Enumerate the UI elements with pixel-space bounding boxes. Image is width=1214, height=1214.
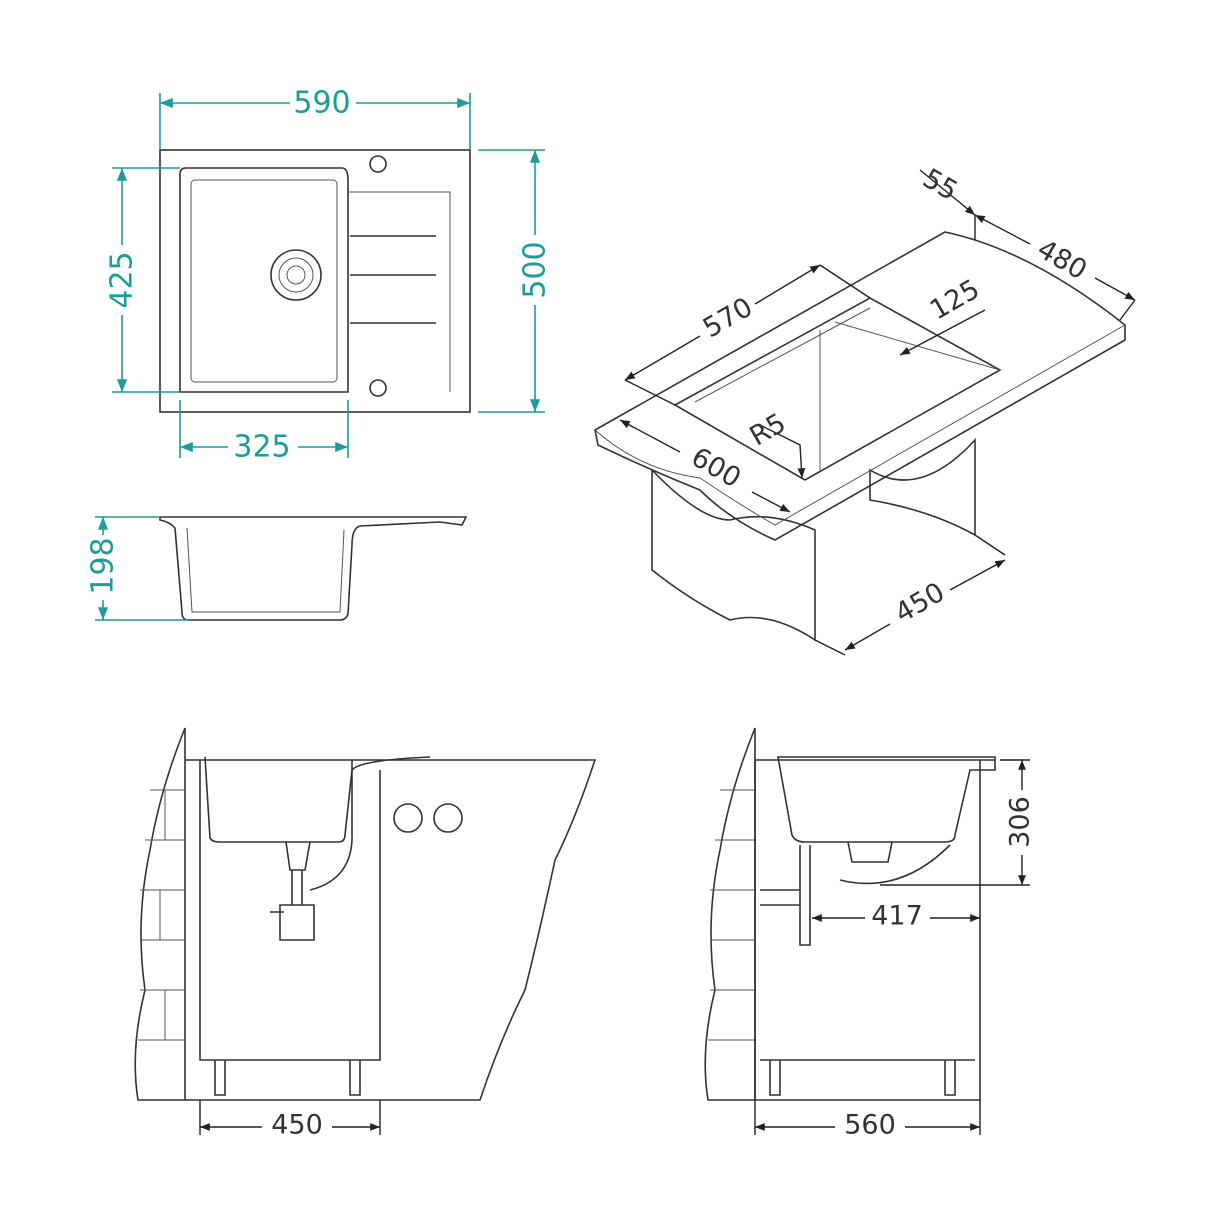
dim-cabinet-depth: 480: [1032, 234, 1092, 287]
dim-counter-depth: 600: [686, 442, 746, 495]
tap-hole: [369, 155, 387, 173]
cabinet-front: [651, 468, 816, 642]
dim-bowl-height: 425: [105, 251, 140, 308]
top-view: 590 425 500 325: [105, 86, 553, 465]
perspective-view: 570 600 480 55 125 R5 450: [594, 163, 1136, 656]
countertop: [594, 231, 1126, 541]
cabinet-side: [869, 437, 976, 537]
dim-cutout-length: 570: [698, 292, 758, 345]
sink-outline: [159, 149, 471, 413]
wall: [704, 727, 756, 1101]
cabinet: [185, 759, 597, 1101]
dim-front-cabinet-width: 450: [271, 1110, 323, 1141]
bowl-outline: [179, 167, 349, 393]
dim-drainer-offset: 125: [925, 274, 985, 327]
dim-depth: 500: [518, 241, 553, 298]
dim-height: 306: [1005, 796, 1036, 848]
cabinet-feet: [769, 1060, 956, 1096]
dim-bowl-width: 325: [233, 430, 290, 465]
siphon: [760, 841, 951, 946]
cabinet-feet: [214, 1060, 361, 1096]
dim-height: 198: [86, 537, 121, 594]
side-view: 198: [86, 516, 468, 621]
dim-side-cabinet-depth: 560: [844, 1110, 896, 1141]
pipe-hole: [393, 803, 423, 833]
drain-icon: [270, 249, 322, 301]
sink-section: [777, 756, 996, 843]
dim-rim: 55: [917, 163, 962, 207]
pipe-hole: [433, 803, 463, 833]
sink-profile: [159, 516, 468, 621]
siphon: [270, 760, 353, 941]
sink-section: [204, 756, 431, 843]
wall: [134, 727, 186, 1101]
bowl-inner: [190, 179, 338, 383]
dim-drain-distance: 417: [871, 901, 923, 932]
drainer-grooves: [350, 235, 436, 324]
overflow-hole: [369, 379, 387, 397]
dim-width: 590: [293, 86, 350, 121]
installation-side-view: 306 417 560: [704, 727, 1036, 1141]
installation-front-view: 450: [134, 727, 597, 1141]
dim-cabinet-width: 450: [890, 577, 950, 630]
dim-radius: R5: [745, 408, 792, 453]
drainer-outline: [348, 191, 451, 392]
